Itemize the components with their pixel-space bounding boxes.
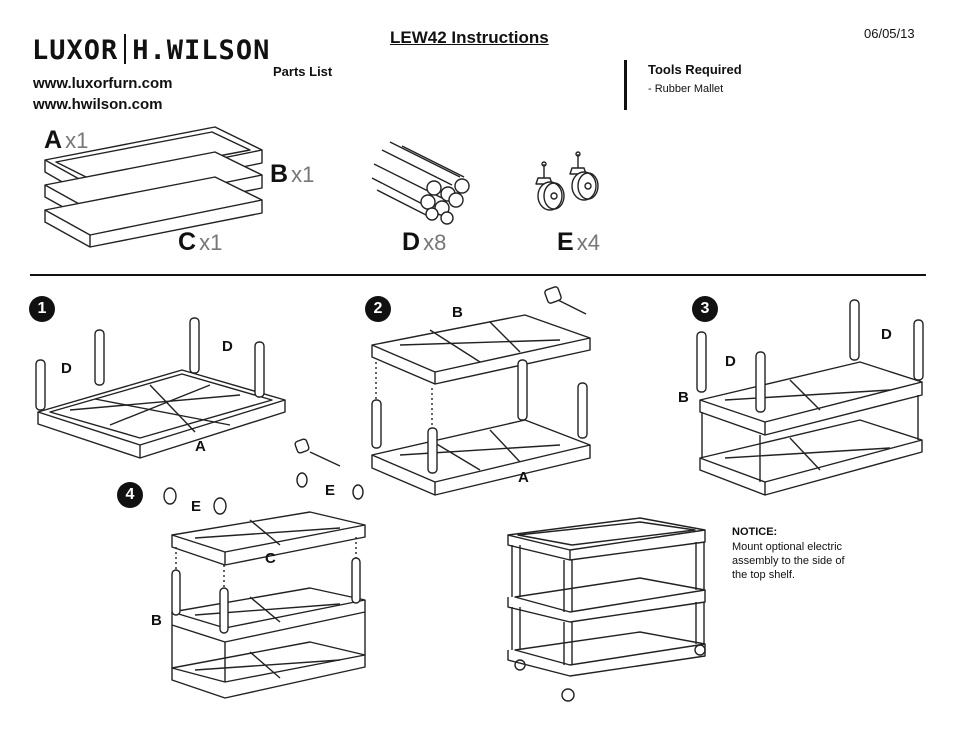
part-letter: D xyxy=(402,228,421,256)
part-letter: C xyxy=(178,228,197,256)
notice-body: Mount optional electric assembly to the … xyxy=(732,541,845,581)
brand-hwilson: H.WILSON xyxy=(132,35,271,66)
tools-divider xyxy=(624,60,627,110)
step-3-label-d: D xyxy=(725,353,736,370)
part-letter: A xyxy=(44,126,63,154)
step-4-illustration xyxy=(163,438,366,699)
step-4-label-c: C xyxy=(265,550,276,567)
step-1-label-d: D xyxy=(222,338,233,355)
step-2-illustration xyxy=(371,286,591,496)
notice-heading: NOTICE: xyxy=(732,526,778,538)
part-letter: E xyxy=(557,228,574,256)
casters-illustration xyxy=(535,151,599,211)
part-qty: x4 xyxy=(576,230,600,255)
finished-cart-illustration xyxy=(507,517,706,702)
part-qty: x8 xyxy=(423,230,447,255)
brand-logo: LUXOR H.WILSON xyxy=(32,34,270,66)
step-3-illustration xyxy=(696,299,924,496)
step-3-label-b: B xyxy=(678,389,689,406)
document-date: 06/05/13 xyxy=(864,26,915,41)
part-qty: x1 xyxy=(199,230,223,255)
step-2-label-a: A xyxy=(518,469,529,486)
step-1-label-a: A xyxy=(195,438,206,455)
step-3-badge: 3 xyxy=(692,296,718,322)
poles-illustration xyxy=(371,141,470,225)
section-divider xyxy=(30,274,926,276)
part-letter: B xyxy=(270,160,289,188)
shelf-parts-illustration xyxy=(44,126,263,248)
tool-item: - Rubber Mallet xyxy=(648,83,724,95)
step-3-label-d: D xyxy=(881,326,892,343)
step-1-illustration xyxy=(35,317,286,459)
step-4-label-e: E xyxy=(325,482,336,499)
part-qty: x1 xyxy=(65,128,89,153)
page-title: LEW42 Instructions xyxy=(390,28,549,47)
step-1-badge: 1 xyxy=(29,296,55,322)
step-1-label-d: D xyxy=(61,360,72,377)
step-4-badge: 4 xyxy=(117,482,143,508)
tools-heading: Tools Required xyxy=(648,62,742,77)
website-luxor-link[interactable]: www.luxorfurn.com xyxy=(33,75,173,92)
brand-separator xyxy=(124,34,127,64)
website-hwilson-link[interactable]: www.hwilson.com xyxy=(33,96,163,113)
step-2-label-b: B xyxy=(452,304,463,321)
brand-luxor: LUXOR xyxy=(32,35,119,66)
step-2-badge: 2 xyxy=(365,296,391,322)
step-4-label-e: E xyxy=(191,498,202,515)
parts-list-heading: Parts List xyxy=(273,64,333,79)
step-4-label-b: B xyxy=(151,612,162,629)
part-qty: x1 xyxy=(291,162,315,187)
